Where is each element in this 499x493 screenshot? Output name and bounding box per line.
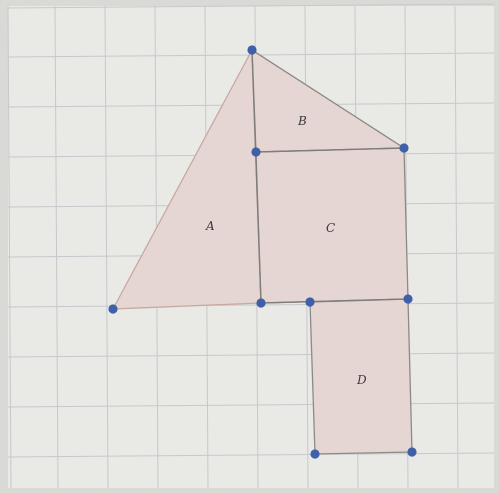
vertex-point [403,294,413,304]
grid-line-vertical [7,5,12,489]
edge-vertical-left [251,49,262,304]
edge-horizontal-top [255,147,405,153]
grid-line-horizontal [7,402,495,408]
region-label-d: D [356,373,367,387]
grid-line-vertical [454,5,459,489]
vertex-point [407,447,417,457]
vertex-point [305,297,315,307]
grid-line-vertical [54,5,59,489]
edge-horizontal-middle [260,298,409,304]
grid-line-vertical [104,5,109,489]
region-label-a: A [205,219,215,233]
vertex-point [256,298,266,308]
grid-line-horizontal [7,352,495,358]
vertex-point [108,304,118,314]
region-label-b: B [297,114,307,128]
vertex-point [247,45,257,55]
vertex-points [108,45,417,459]
grid-line-horizontal [7,302,495,308]
vertex-point [251,147,261,157]
region-label-c: C [326,221,335,235]
vertex-point [399,143,409,153]
grid-line-horizontal [7,3,495,9]
vertex-point [310,449,320,459]
